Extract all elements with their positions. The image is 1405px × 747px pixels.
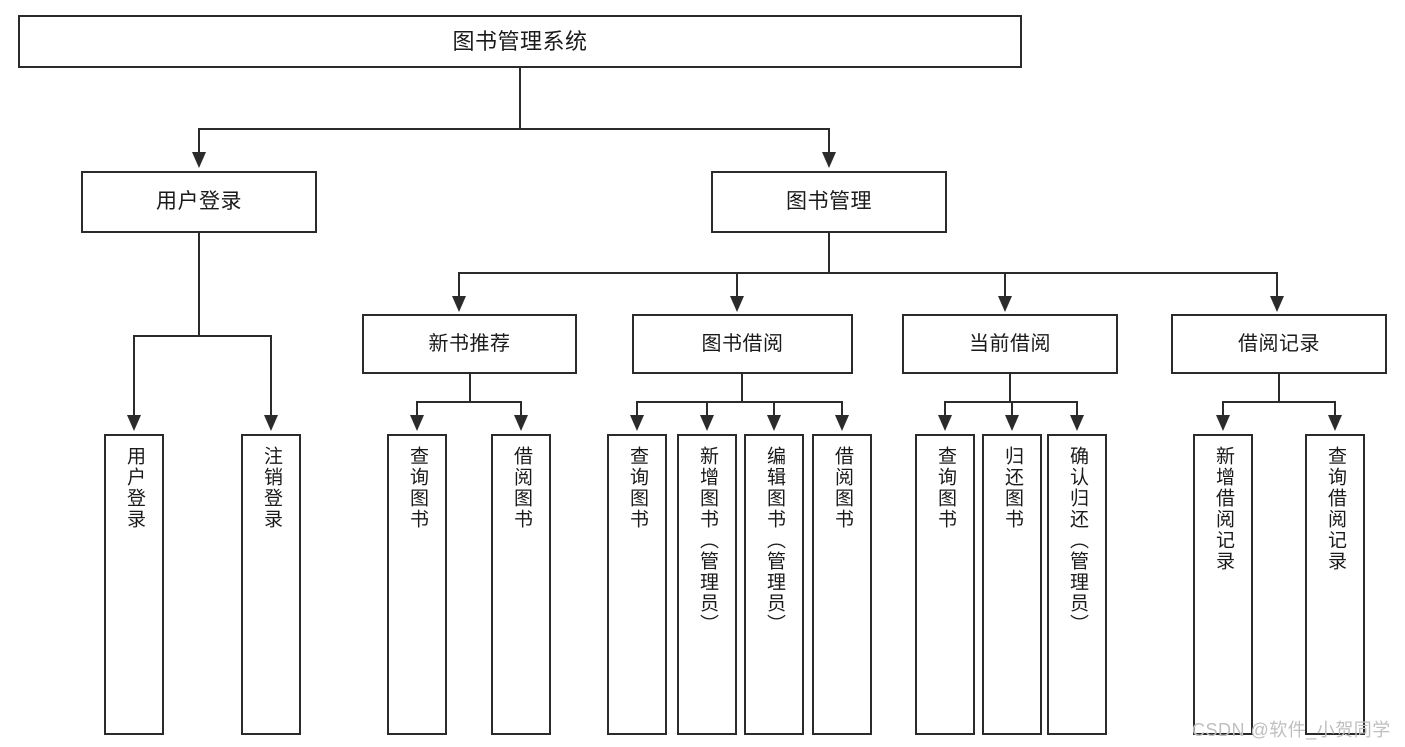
node-leaf-confirm-return[interactable]: 确认归还（管理员） — [1047, 434, 1107, 735]
node-label: 图书管理系统 — [452, 28, 588, 54]
connector-current-borrow-stem — [1009, 374, 1011, 402]
arrow-bb-to-leaf-2 — [700, 415, 714, 431]
node-label: 借阅图书 — [510, 446, 532, 530]
connector-book-borrow-bar — [636, 401, 843, 403]
node-new-book-recommend[interactable]: 新书推荐 — [362, 314, 577, 374]
connector-br-to-leaf-1 — [1222, 401, 1224, 417]
connector-user-login-stem — [198, 233, 200, 336]
node-label: 新增借阅记录 — [1212, 446, 1234, 572]
connector-root-bar — [198, 128, 830, 130]
node-current-borrow[interactable]: 当前借阅 — [902, 314, 1118, 374]
arrow-bm-to-new-book — [452, 296, 466, 312]
connector-br-to-leaf-2 — [1334, 401, 1336, 417]
arrow-user-login-to-leaf-2 — [264, 415, 278, 431]
connector-bb-to-leaf-2 — [706, 401, 708, 417]
arrow-cb-to-leaf-2 — [1005, 415, 1019, 431]
connector-book-borrow-stem — [741, 374, 743, 402]
connector-cb-to-leaf-2 — [1011, 401, 1013, 417]
node-book-management-system[interactable]: 图书管理系统 — [18, 15, 1022, 68]
arrow-nb-to-leaf-1 — [410, 415, 424, 431]
connector-book-management-stem — [828, 233, 830, 273]
node-leaf-user-login[interactable]: 用户登录 — [104, 434, 164, 735]
node-leaf-query-book-2[interactable]: 查询图书 — [607, 434, 667, 735]
node-label: 图书管理 — [786, 189, 872, 213]
node-label: 新书推荐 — [428, 332, 511, 355]
connector-bb-to-leaf-3 — [773, 401, 775, 417]
connector-nb-to-leaf-2 — [520, 401, 522, 417]
connector-new-book-bar — [416, 401, 522, 403]
node-label: 归还图书 — [1001, 446, 1023, 530]
connector-new-book-stem — [469, 374, 471, 402]
connector-cb-to-leaf-1 — [944, 401, 946, 417]
arrow-br-to-leaf-2 — [1328, 415, 1342, 431]
connector-cb-to-leaf-3 — [1076, 401, 1078, 417]
arrow-cb-to-leaf-1 — [938, 415, 952, 431]
node-label: 查询借阅记录 — [1324, 446, 1346, 572]
node-leaf-edit-book[interactable]: 编辑图书（管理员） — [744, 434, 804, 735]
node-user-login[interactable]: 用户登录 — [81, 171, 317, 233]
arrow-bm-to-borrow-record — [1270, 296, 1284, 312]
connector-user-login-to-leaf-2 — [270, 335, 272, 417]
node-label: 图书借阅 — [701, 332, 784, 355]
node-label: 新增图书（管理员） — [696, 446, 718, 635]
node-label: 查询图书 — [934, 446, 956, 530]
node-label: 借阅记录 — [1238, 332, 1320, 355]
connector-bb-to-leaf-1 — [636, 401, 638, 417]
arrow-bb-to-leaf-1 — [630, 415, 644, 431]
connector-root-to-user-login — [198, 128, 200, 154]
node-leaf-add-book[interactable]: 新增图书（管理员） — [677, 434, 737, 735]
connector-bb-to-leaf-4 — [841, 401, 843, 417]
connector-root-to-book-management — [828, 128, 830, 154]
connector-root-stem — [519, 68, 521, 128]
node-leaf-query-record[interactable]: 查询借阅记录 — [1305, 434, 1365, 735]
connector-borrow-record-stem — [1278, 374, 1280, 402]
arrow-bb-to-leaf-4 — [835, 415, 849, 431]
connector-user-login-to-leaf-1 — [133, 335, 135, 417]
node-leaf-user-logout[interactable]: 注销登录 — [241, 434, 301, 735]
connector-bm-to-book-borrow — [736, 272, 738, 298]
node-book-management[interactable]: 图书管理 — [711, 171, 947, 233]
connector-user-login-bar — [133, 335, 272, 337]
arrow-cb-to-leaf-3 — [1070, 415, 1084, 431]
node-leaf-return-book[interactable]: 归还图书 — [982, 434, 1042, 735]
node-leaf-borrow-book-2[interactable]: 借阅图书 — [812, 434, 872, 735]
node-label: 查询图书 — [406, 446, 428, 530]
node-label: 查询图书 — [626, 446, 648, 530]
connector-book-management-bar — [458, 272, 1278, 274]
node-label: 借阅图书 — [831, 446, 853, 530]
arrow-user-login-to-leaf-1 — [127, 415, 141, 431]
arrow-root-to-user-login — [192, 152, 206, 168]
arrow-nb-to-leaf-2 — [514, 415, 528, 431]
node-leaf-query-book-1[interactable]: 查询图书 — [387, 434, 447, 735]
node-book-borrow[interactable]: 图书借阅 — [632, 314, 853, 374]
connector-bm-to-new-book — [458, 272, 460, 298]
node-label: 当前借阅 — [969, 332, 1051, 355]
arrow-br-to-leaf-1 — [1216, 415, 1230, 431]
arrow-bm-to-book-borrow — [730, 296, 744, 312]
node-label: 确认归还（管理员） — [1066, 446, 1088, 635]
connector-bm-to-current-borrow — [1004, 272, 1006, 298]
arrow-bb-to-leaf-3 — [767, 415, 781, 431]
node-leaf-borrow-book-1[interactable]: 借阅图书 — [491, 434, 551, 735]
node-leaf-query-book-3[interactable]: 查询图书 — [915, 434, 975, 735]
connector-bm-to-borrow-record — [1276, 272, 1278, 298]
node-leaf-add-record[interactable]: 新增借阅记录 — [1193, 434, 1253, 735]
arrow-root-to-book-management — [822, 152, 836, 168]
connector-current-borrow-bar — [944, 401, 1077, 403]
csdn-watermark: CSDN @软件_小贺同学 — [1192, 720, 1391, 740]
connector-nb-to-leaf-1 — [416, 401, 418, 417]
node-label: 用户登录 — [156, 189, 242, 213]
node-label: 编辑图书（管理员） — [763, 446, 785, 635]
node-borrow-record[interactable]: 借阅记录 — [1171, 314, 1387, 374]
node-label: 注销登录 — [260, 446, 282, 530]
node-label: 用户登录 — [123, 446, 145, 530]
connector-borrow-record-bar — [1222, 401, 1336, 403]
arrow-bm-to-current-borrow — [998, 296, 1012, 312]
